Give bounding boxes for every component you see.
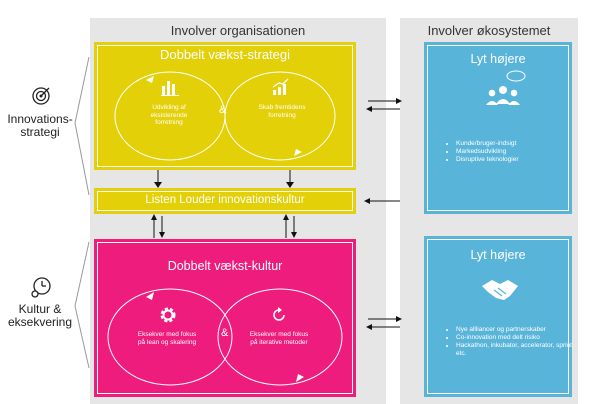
strategy-cycle [114,71,336,161]
listen-bottom-list: Nye allliancer og partnerskaber Co-innov… [446,326,572,358]
list-item: Co-innovation med delt risiko [456,334,572,342]
listen-bottom-box: Lyt højere Nye allliancer og partnerskab… [424,236,572,397]
bar-chart-icon [161,81,179,96]
list-item: Nye allliancer og partnerskaber [456,326,572,334]
listen-louder-box: Listen Louder innovationskultur [94,188,356,214]
culture-left-text: Eksekver med fokus på lean og skalering [137,331,197,346]
clock-gear-icon [31,277,51,298]
list-item: Markedsudvikling [456,148,566,156]
culture-cycle [107,288,343,386]
culture-bracket [74,241,90,369]
list-item: Hackathon, inkubator, accelerator, sprin… [456,342,572,358]
target-icon [32,87,50,105]
innovation-bracket [74,56,90,195]
culture-amp: & [221,327,229,339]
handshake-icon [482,280,518,300]
strategy-amp: & [219,104,227,116]
growth-strategy-box: Dobbelt vækst-strategi Udvikling af eksi… [94,42,356,170]
listen-top-box: Lyt højere Kunde/bruger-indsigt Markedsu… [424,42,572,214]
growth-culture-box: Dobbelt vækst-kultur Eksekver med fokus … [94,239,356,397]
strategy-right-text: Skab fremtidens forretning [258,104,306,119]
arrow-strategy-to-culture [154,170,294,188]
growth-chart-icon [272,78,289,95]
listen-louder-title: Listen Louder innovationskultur [145,194,305,206]
listen-top-list: Kunde/bruger-indsigt Markedsudvikling Di… [446,140,566,164]
arrows-culture-ecosystem [366,316,402,330]
growth-strategy-title: Dobbelt vækst-strategi [159,47,291,62]
listen-bottom-title: Lyt højere [470,248,526,262]
gear-icon [160,307,176,323]
culture-right-text: Eksekver med fokus på iterative metoder [249,331,309,346]
strategy-left-text: Udvikling af eksisterende forretning [150,104,188,126]
org-column-title: Involver organisationen [170,23,306,38]
people-group-icon [486,70,526,105]
arrows-strategy-ecosystem [366,98,402,112]
growth-culture-title: Dobbelt vækst-kultur [167,259,283,273]
listen-top-title: Lyt højere [470,52,526,66]
arrow-listen-to-pink [151,214,297,238]
refresh-icon [273,307,285,321]
list-item: Disruptive teknologier [456,156,566,164]
innovation-label: Innovations- strategi [7,112,73,139]
arrow-ecosystem-to-listen [364,198,400,204]
ecosystem-column-title: Involver økosystemet [427,23,551,38]
list-item: Kunde/bruger-indsigt [456,140,566,148]
culture-label: Kultur & eksekvering [7,302,73,329]
